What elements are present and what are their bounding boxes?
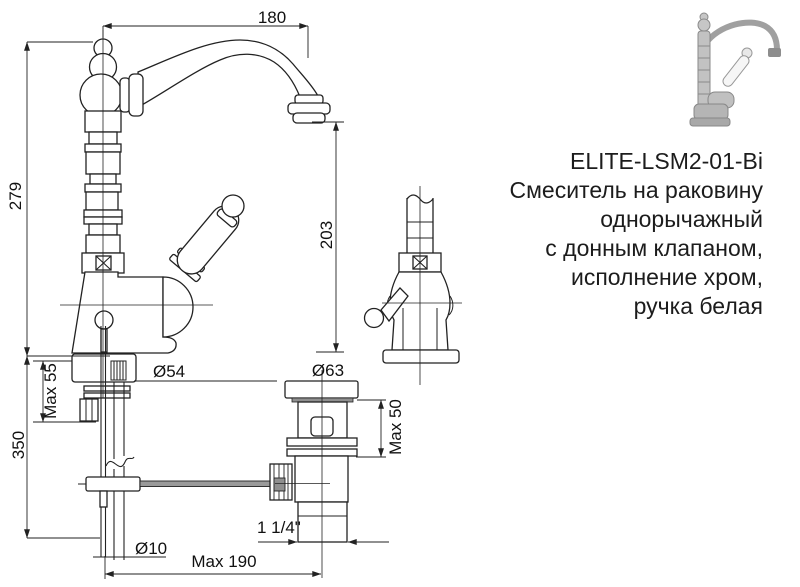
lever-arm-side — [380, 287, 409, 323]
product-code: ELITE-LSM2-01-Bi — [569, 148, 763, 174]
lever-ball — [221, 194, 245, 218]
spout-outline — [137, 39, 320, 108]
photo-white-handle — [722, 55, 750, 87]
description-line: ручка белая — [633, 293, 763, 319]
base-side — [382, 349, 460, 364]
drain-mid-body — [294, 455, 349, 503]
dim-label-drain-deck-max: Max 50 — [386, 399, 405, 455]
dim-label-base-diameter: Ø54 — [153, 362, 186, 381]
spout-hub — [79, 73, 123, 117]
description-line: Смеситель на раковину — [509, 177, 763, 203]
dim-label-thread-size: 1 1/4" — [257, 518, 301, 537]
description-line: исполнение хром, — [570, 264, 763, 290]
break-symbol-icon — [105, 456, 135, 468]
lever-handle — [169, 194, 245, 283]
supply-pipe — [105, 382, 135, 560]
rod-clamp — [85, 476, 141, 492]
dimension-lines — [24, 23, 389, 579]
dim-label-spout-reach: 180 — [257, 8, 287, 27]
dim-label-rod-diameter: Ø10 — [135, 539, 168, 558]
mounting-washer — [83, 385, 131, 392]
linkage-rod — [139, 480, 271, 487]
linkage-nut — [269, 463, 293, 501]
dim-label-deck-max: Max 55 — [41, 363, 60, 419]
popup-knob — [94, 310, 114, 330]
description-line: с донным клапаном, — [545, 235, 763, 261]
popup-rod — [100, 326, 107, 557]
dim-label-below-deck: 350 — [9, 430, 28, 460]
product-photo — [689, 12, 781, 127]
dim-label-linkage-max: Max 190 — [191, 552, 257, 571]
drain-tailpipe — [297, 501, 348, 543]
faucet-body — [71, 271, 177, 354]
mounting-nut — [79, 398, 99, 422]
dim-label-flange-diameter: Ø63 — [311, 361, 345, 380]
description-line: однорычажный — [600, 206, 763, 232]
body-dome — [162, 276, 194, 338]
dim-label-spout-height: 203 — [317, 220, 336, 250]
front-view — [60, 30, 331, 560]
product-description: ELITE-LSM2-01-Bi Смеситель на раковину о… — [509, 147, 763, 321]
drain-valve-view — [139, 370, 359, 578]
lever-ball-side — [363, 307, 385, 329]
side-view — [363, 186, 462, 385]
drain-flange — [284, 380, 359, 399]
dim-label-total-height: 279 — [6, 181, 25, 211]
